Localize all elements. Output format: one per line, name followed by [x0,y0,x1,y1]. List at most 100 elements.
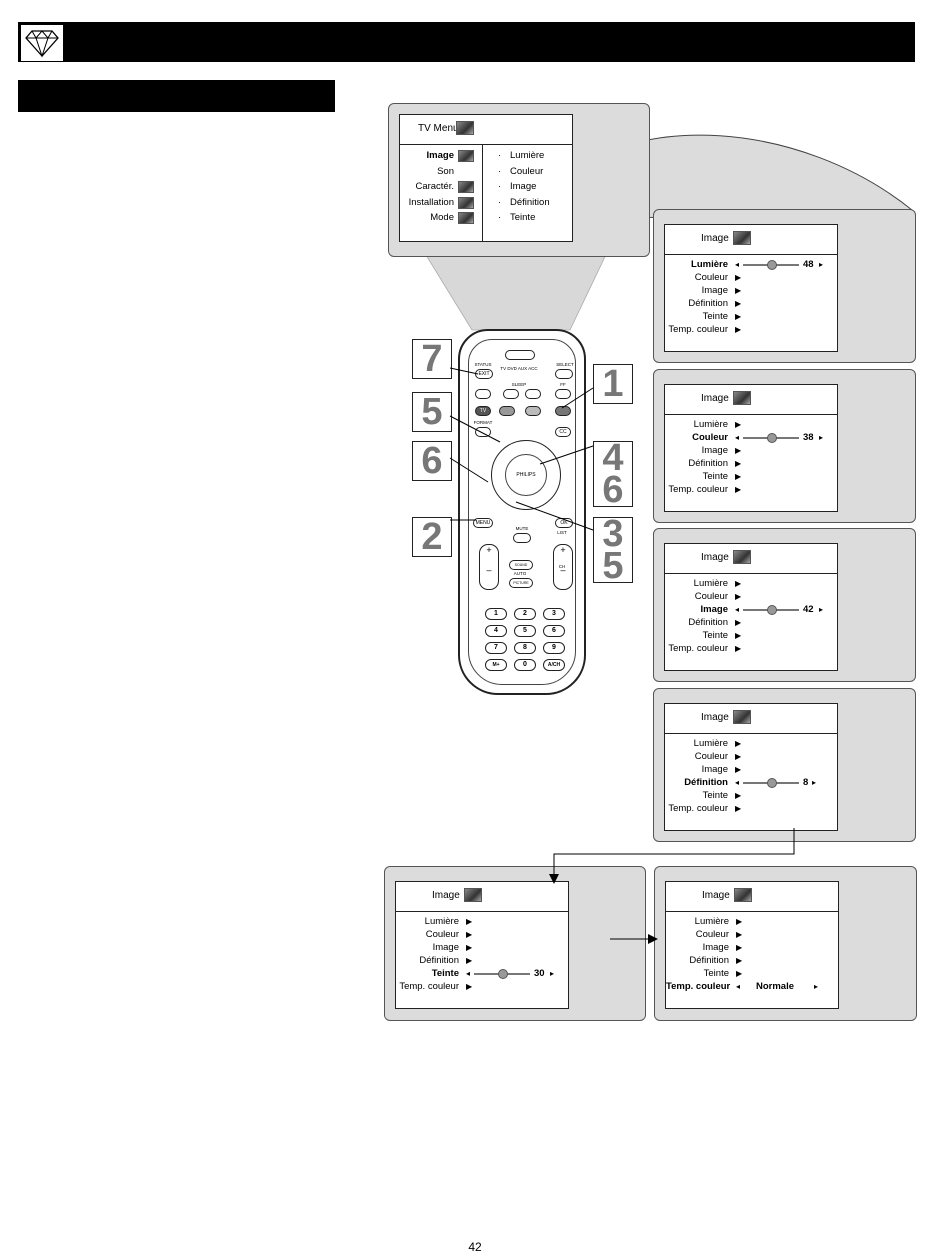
submenu-item[interactable]: Définition [684,777,728,788]
submenu-item[interactable]: Image [701,285,728,296]
slider-right-arrow-icon[interactable]: ▸ [819,605,824,614]
submenu-item[interactable]: Lumière [694,916,729,927]
slider-right-arrow-icon[interactable]: ▸ [550,969,555,978]
channel-rocker[interactable]: +– [553,544,573,590]
yellow-button[interactable] [525,406,541,416]
power-button[interactable] [505,350,535,360]
submenu-item[interactable]: Teinte [702,471,728,482]
value-slider[interactable]: ◂48▸ [735,259,831,270]
submenu-item[interactable]: Couleur [692,432,728,443]
slider-knob-icon[interactable] [767,260,777,270]
tv-menu-left-item[interactable]: Son [437,165,454,177]
slider-left-arrow-icon[interactable]: ◂ [735,778,740,787]
submenu-item[interactable]: Définition [688,458,728,469]
submenu-item[interactable]: Lumière [693,578,728,589]
slider-left-arrow-icon[interactable]: ◂ [735,433,740,442]
submenu-item[interactable]: Couleur [694,751,728,762]
tv-menu-left-item[interactable]: Installation [408,196,454,208]
number-button-3[interactable]: 3 [543,608,565,620]
submenu-item[interactable]: Image [702,942,729,953]
submenu-item[interactable]: Image [701,445,728,456]
tv-menu-left-item[interactable]: Caractér. [415,181,454,192]
submenu-item[interactable]: Définition [688,617,728,628]
value-slider[interactable]: ◂Normale▸ [736,981,832,992]
value-slider[interactable]: ◂8▸ [735,777,831,788]
submenu-item[interactable]: Temp. couleur [666,981,731,992]
submenu-item[interactable]: Image [701,764,728,775]
submenu-item[interactable]: Teinte [702,311,728,322]
value-slider[interactable]: ◂38▸ [735,432,831,443]
select-button[interactable] [555,369,573,379]
number-button-8[interactable]: 8 [514,642,536,654]
slider-left-arrow-icon[interactable]: ◂ [466,969,471,978]
tv-menu-right-item[interactable]: Définition [510,196,550,208]
slider-knob-icon[interactable] [767,433,777,443]
volume-rocker[interactable]: +– [479,544,499,590]
sleep-button[interactable] [503,389,519,399]
cc-button[interactable]: CC [555,427,571,437]
navigation-ring[interactable] [491,440,561,510]
submenu-item[interactable]: Définition [688,298,728,309]
submenu-item[interactable]: Teinte [702,790,728,801]
format-button[interactable] [475,427,491,437]
number-button-9[interactable]: 9 [543,642,565,654]
guide-button[interactable] [475,389,491,399]
submenu-item[interactable]: Temp. couleur [399,981,459,992]
submenu-item[interactable]: Image [432,942,459,953]
submenu-item[interactable]: Couleur [695,929,729,940]
number-button-0[interactable]: 0 [514,659,536,671]
submenu-item[interactable]: Temp. couleur [668,484,728,495]
submenu-item[interactable]: Temp. couleur [668,803,728,814]
slider-left-arrow-icon[interactable]: ◂ [735,605,740,614]
slider-left-arrow-icon[interactable]: ◂ [735,260,740,269]
tv-button[interactable]: TV [475,406,491,416]
number-button-2[interactable]: 2 [514,608,536,620]
tv-menu-left-item[interactable]: Image [426,150,454,161]
number-button-1[interactable]: 1 [485,608,507,620]
submenu-item[interactable]: Couleur [694,272,728,283]
slider-right-arrow-icon[interactable]: ▸ [819,433,824,442]
slider-knob-icon[interactable] [498,969,508,979]
submenu-item[interactable]: Lumière [424,916,459,927]
a-ch-button[interactable]: A/CH [543,659,565,671]
tv-menu-right-item[interactable]: Couleur [510,165,544,177]
submenu-item[interactable]: Couleur [425,929,459,940]
submenu-item[interactable]: Image [700,604,728,615]
tv-menu-right-item[interactable]: Image [510,181,537,192]
submenu-item[interactable]: Teinte [431,968,459,979]
pip-button[interactable] [525,389,541,399]
submenu-item[interactable]: Temp. couleur [668,324,728,335]
submenu-item[interactable]: Couleur [694,591,728,602]
slider-left-arrow-icon[interactable]: ◂ [736,982,741,991]
tv-menu-right-item[interactable]: Teinte [510,212,536,223]
submenu-item[interactable]: Teinte [703,968,729,979]
submenu-item[interactable]: Teinte [702,630,728,641]
submenu-item[interactable]: Lumière [693,419,728,430]
sound-button[interactable]: SOUND [509,560,533,570]
number-button-5[interactable]: 5 [514,625,536,637]
number-button-6[interactable]: 6 [543,625,565,637]
number-button-4[interactable]: 4 [485,625,507,637]
submenu-item[interactable]: Lumière [691,259,728,270]
submenu-item[interactable]: Définition [419,955,459,966]
slider-right-arrow-icon[interactable]: ▸ [812,778,817,787]
value-slider[interactable]: ◂42▸ [735,604,831,615]
submenu-item[interactable]: Temp. couleur [668,643,728,654]
menu-button[interactable]: MENU [473,518,493,528]
submenu-item[interactable]: Lumière [693,738,728,749]
green-button[interactable] [499,406,515,416]
picture-button[interactable]: PICTURE [509,578,533,588]
ff-button[interactable] [555,389,571,399]
slider-knob-icon[interactable] [767,778,777,788]
mplus-button[interactable]: M+ [485,659,507,671]
tv-menu-right-item[interactable]: Lumière [510,150,545,161]
tv-menu-left-item[interactable]: Mode [430,212,454,223]
value-slider[interactable]: ◂30▸ [466,968,562,979]
submenu-item[interactable]: Définition [689,955,729,966]
slider-knob-icon[interactable] [767,605,777,615]
slider-right-arrow-icon[interactable]: ▸ [819,260,824,269]
mute-button[interactable] [513,533,531,543]
number-button-7[interactable]: 7 [485,642,507,654]
blue-button[interactable] [555,406,571,416]
selector-right-arrow-icon[interactable]: ▸ [814,982,819,991]
